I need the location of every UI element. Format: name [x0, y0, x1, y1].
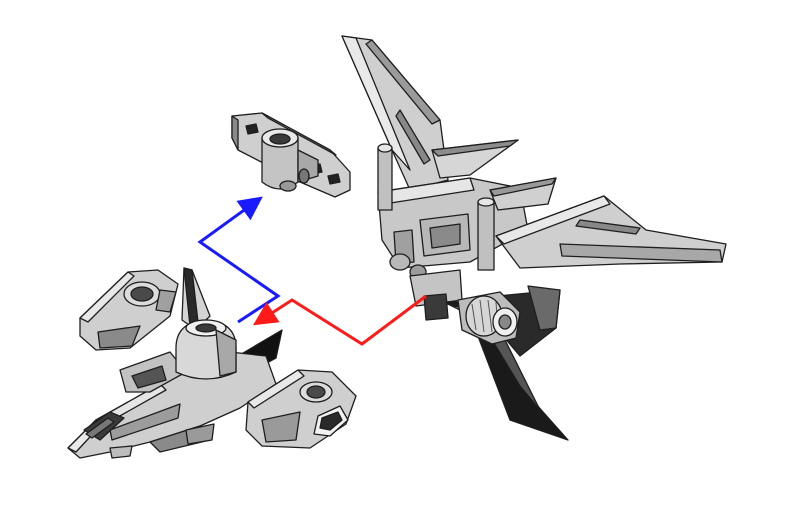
blue-arrow [197, 196, 281, 324]
red-arrow [252, 294, 427, 346]
connector-bracket [231, 112, 351, 198]
wing-backpack-assembly [341, 35, 727, 441]
jet-fighter-mode [67, 267, 357, 459]
